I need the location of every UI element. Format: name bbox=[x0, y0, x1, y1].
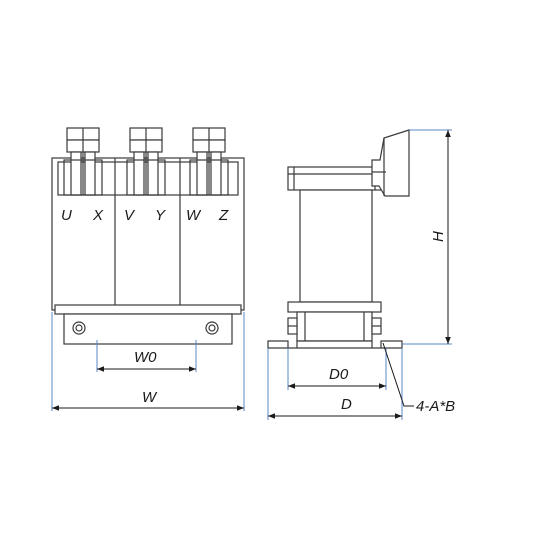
bottom-clamp-side bbox=[287, 301, 382, 313]
side-bolt-left-icon bbox=[287, 317, 298, 335]
terminal-block-2 bbox=[126, 127, 166, 196]
side-bolt-right-icon bbox=[371, 317, 382, 335]
front-view bbox=[51, 127, 245, 345]
terminal-bracket bbox=[371, 129, 410, 197]
terminal-block-3 bbox=[189, 127, 229, 196]
bolt-left-icon bbox=[72, 321, 86, 335]
base-plate bbox=[267, 340, 403, 349]
d-label: D bbox=[341, 396, 352, 413]
top-clamp bbox=[287, 166, 382, 191]
terminal-label-u: U bbox=[61, 207, 72, 224]
terminal-labels: U X V Y W Z bbox=[61, 207, 229, 224]
mount-hole-label: 4-A*B bbox=[416, 398, 455, 415]
side-coil bbox=[299, 189, 373, 303]
side-view bbox=[267, 129, 410, 349]
bottom-clamp bbox=[54, 304, 242, 315]
h-label: H bbox=[430, 231, 447, 242]
terminal-block-1 bbox=[63, 127, 103, 196]
mounting-foot bbox=[63, 313, 233, 345]
w0-label: W0 bbox=[134, 349, 157, 366]
d0-label: D0 bbox=[329, 366, 349, 383]
side-dimensions: H D0 D 4-A*B bbox=[267, 129, 455, 420]
terminal-label-z: Z bbox=[218, 207, 229, 224]
terminal-label-w: W bbox=[186, 207, 202, 224]
side-frame bbox=[296, 311, 373, 342]
w-label: W bbox=[142, 389, 158, 406]
terminal-label-x: X bbox=[92, 207, 104, 224]
mount-hole-leader bbox=[382, 342, 414, 407]
terminal-label-v: V bbox=[124, 207, 136, 224]
front-dimensions: W0 W bbox=[51, 312, 245, 411]
bolt-right-icon bbox=[205, 321, 219, 335]
terminal-label-y: Y bbox=[155, 207, 166, 224]
